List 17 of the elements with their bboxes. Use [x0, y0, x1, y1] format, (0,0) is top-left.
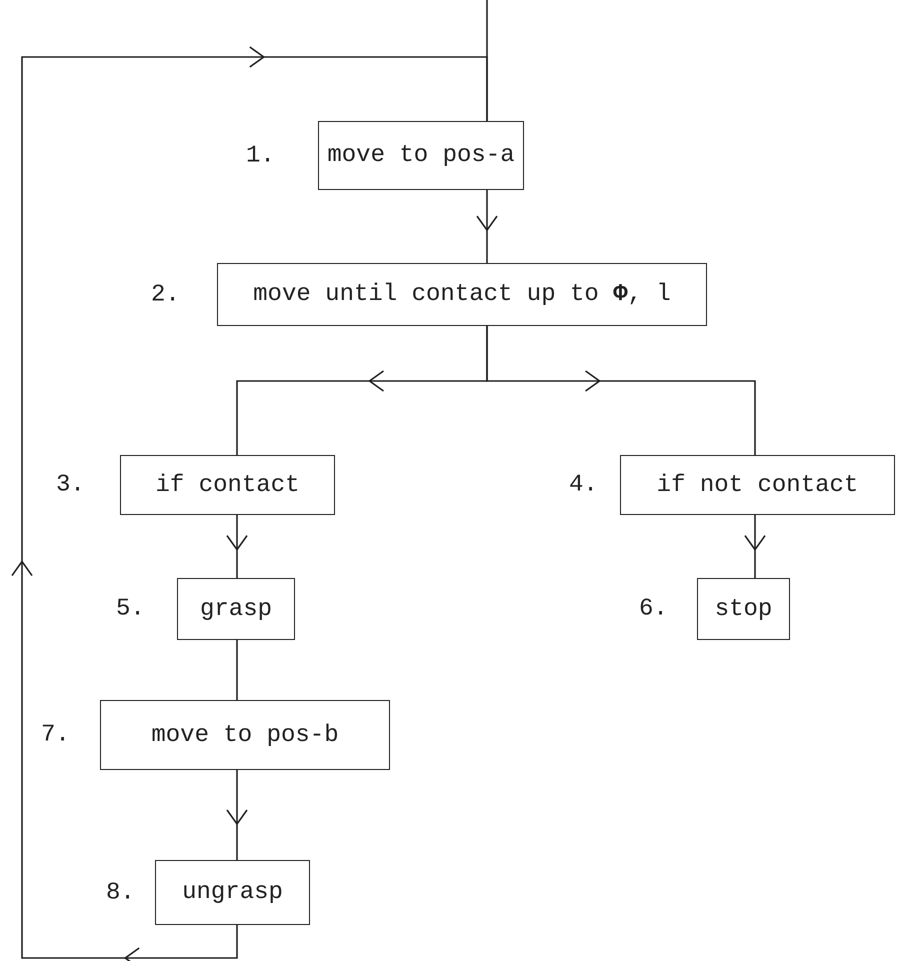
step-number: 4. [569, 472, 598, 498]
step-number: 7. [41, 722, 70, 748]
step-text: stop [714, 596, 772, 622]
step-number: 2. [151, 281, 180, 308]
step-text: if contact [155, 472, 300, 498]
step-number: 8. [106, 879, 135, 906]
step-number: 5. [116, 596, 145, 622]
step-text: move until contact up to Φ, l [253, 281, 671, 308]
connector-line [236, 640, 238, 700]
step-number: 3. [56, 472, 85, 498]
step-text: grasp [200, 596, 272, 622]
step-number: 1. [246, 142, 275, 169]
step-text: move to pos-a [327, 142, 515, 169]
step-text: if not contact [656, 472, 858, 498]
step-text: move to pos-b [151, 722, 339, 748]
step-text: ungrasp [182, 879, 283, 906]
step-number: 6. [639, 596, 668, 622]
